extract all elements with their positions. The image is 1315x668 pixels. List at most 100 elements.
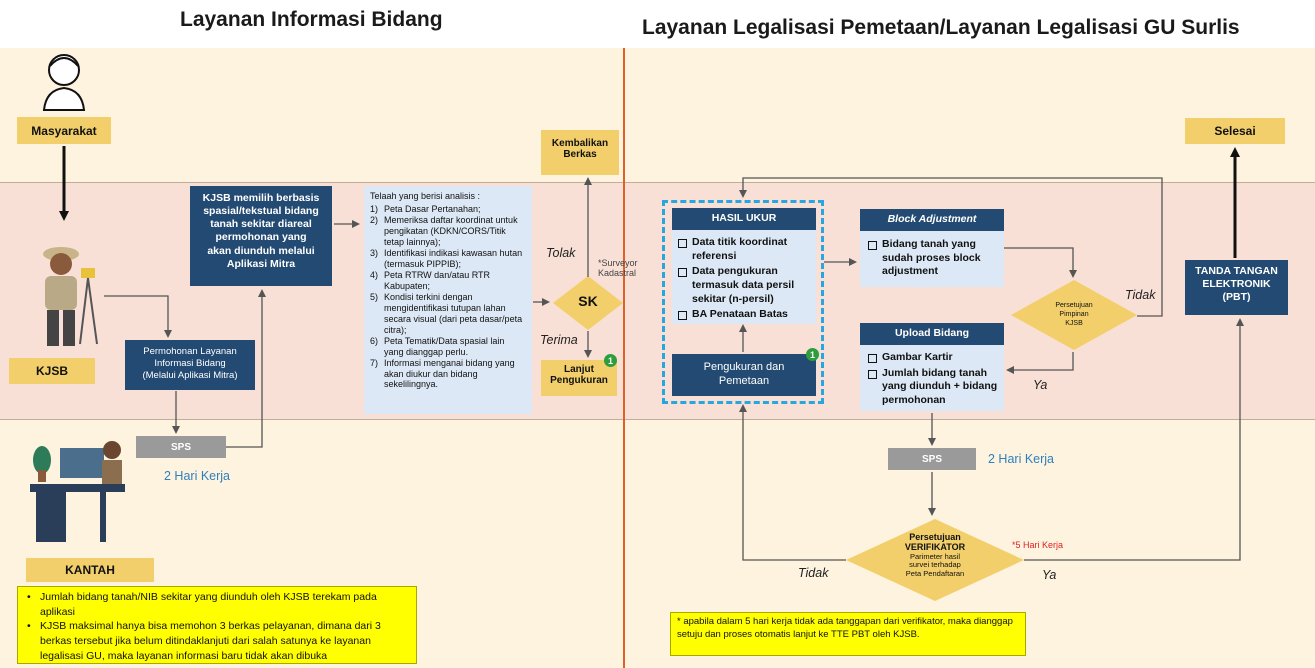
bullet-icon: •	[27, 591, 31, 603]
lanjut-line: Lanjut	[564, 364, 594, 375]
telaah-text: Peta RTRW dan/atau RTR Kabupaten;	[384, 269, 491, 291]
lima-hari-kerja: *5 Hari Kerja	[1012, 540, 1064, 550]
surveyor-line: *Surveyor	[598, 258, 638, 268]
tte-line: ELEKTRONIK	[1202, 278, 1271, 291]
telaah-box: Telaah yang berisi analisis : 1) Peta Das…	[364, 186, 532, 414]
verifikator-line: Persetujuan	[909, 532, 961, 542]
block-adjustment-list: Bidang tanah yang sudah proses block adj…	[860, 231, 1004, 287]
telaah-text: Peta Dasar Pertanahan;	[384, 203, 481, 214]
kjsb-memilih-line: tanah sekitar diareal	[210, 218, 312, 231]
telaah-item: 6) Peta Tematik/Data spasial lain yang di…	[370, 336, 526, 358]
telaah-num: 7)	[370, 357, 379, 368]
telaah-text: Peta Tematik/Data spasial lain yang dian…	[384, 335, 505, 357]
tolak-label: Tolak	[546, 246, 576, 260]
verifikator-line: Parimeter hasil	[909, 551, 961, 561]
verifikator-line: survei terhadap	[909, 560, 961, 570]
verifikator-label: Persetujuan VERIFIKATOR Parimeter hasil …	[845, 532, 1025, 579]
note-left: • Jumlah bidang tanah/NIB sekitar yang di…	[17, 586, 417, 664]
telaah-num: 3)	[370, 247, 379, 258]
office-worker-icon	[30, 441, 125, 542]
lane-label-masyarakat: Masyarakat	[17, 117, 111, 144]
surveyor-line: Kadastral	[598, 267, 637, 278]
hasil-ukur-list: Data titik koordinat referensi Data peng…	[672, 230, 816, 324]
telaah-num: 2)	[370, 214, 379, 225]
telaah-text: Kondisi terkini dengan mengidentifikasi …	[384, 291, 523, 335]
surveyor-icon	[43, 247, 98, 346]
pengukuran-line: Pengukuran dan	[703, 361, 785, 373]
telaah-num: 4)	[370, 269, 379, 280]
upload-bidang-item: Gambar Kartir	[866, 351, 998, 365]
lanjut-line: Pengukuran	[550, 375, 608, 386]
lane-masyarakat	[0, 48, 1315, 183]
sps-right: SPS	[888, 448, 976, 470]
permohonan-line: Permohonan Layanan	[143, 346, 237, 357]
kjsb-memilih-line: spasial/tekstual bidang	[203, 205, 319, 218]
hari-kerja-right: 2 Hari Kerja	[988, 452, 1054, 466]
block-adjustment-item: Bidang tanah yang sudah proses block adj…	[866, 238, 998, 279]
title-left: Layanan Informasi Bidang	[180, 8, 443, 31]
telaah-item: 3) Identifikasi indikasi kawasan hutan (t…	[370, 248, 526, 270]
hasil-ukur-title: HASIL UKUR	[672, 208, 816, 230]
kjsb-memilih-box: KJSB memilih berbasis spasial/tekstual b…	[190, 186, 332, 286]
verifikator-line: Peta Pendaftaran	[905, 568, 965, 578]
sps-left: SPS	[136, 436, 226, 458]
block-adjustment-title: Block Adjustment	[860, 209, 1004, 231]
telaah-item: 7) Informasi menganai bidang yang akan di…	[370, 358, 526, 391]
person-icon	[42, 54, 86, 111]
telaah-title: Telaah yang berisi analisis :	[370, 191, 481, 201]
ya-label-bottom: Ya	[1042, 568, 1057, 582]
kembalikan-berkas-box: Kembalikan Berkas	[541, 130, 619, 175]
kembalikan-line: Kembalikan	[551, 138, 609, 149]
upload-bidang-item: Jumlah bidang tanah yang diunduh + bidan…	[866, 367, 998, 408]
note-left-text: Jumlah bidang tanah/NIB sekitar yang diu…	[40, 591, 377, 618]
telaah-item: 2) Memeriksa daftar koordinat untuk pengi…	[370, 215, 526, 248]
hasil-ukur-item: Data pengukuran termasuk data persil sek…	[676, 265, 812, 306]
kjsb-memilih-line: Aplikasi Mitra	[226, 257, 296, 270]
note-left-text: KJSB maksimal hanya bisa memohon 3 berka…	[40, 620, 381, 662]
note-left-item: • KJSB maksimal hanya bisa memohon 3 berk…	[27, 619, 410, 663]
lane-divider	[0, 182, 1315, 183]
note-right: * apabila dalam 5 hari kerja tidak ada t…	[670, 612, 1026, 656]
telaah-text: Memeriksa daftar koordinat untuk pengika…	[384, 214, 518, 247]
telaah-item: 5) Kondisi terkini dengan mengidentifikas…	[370, 292, 526, 336]
bullet-icon: •	[27, 620, 31, 633]
lanjut-pengukuran-box: Lanjut Pengukuran	[541, 360, 617, 396]
permohonan-line: Informasi Bidang	[154, 357, 226, 369]
telaah-num: 1)	[370, 203, 379, 214]
sk-label: SK	[578, 293, 598, 309]
sk-decision-diamond	[553, 276, 623, 330]
ya-label-upper: Ya	[1033, 378, 1048, 392]
tte-line: (PBT)	[1222, 291, 1251, 304]
kjsb-memilih-line: permohonan yang	[215, 231, 307, 244]
telaah-text: Informasi menganai bidang yang akan diuk…	[384, 357, 515, 390]
section-divider	[623, 48, 625, 668]
title-right: Layanan Legalisasi Pemetaan/Layanan Lega…	[642, 16, 1240, 39]
telaah-text: Identifikasi indikasi kawasan hutan (ter…	[384, 247, 523, 269]
pimpinan-line: Pimpinan	[1059, 310, 1089, 318]
kembalikan-line: Berkas	[563, 149, 597, 160]
tidak-label-bottom: Tidak	[798, 566, 829, 580]
pengukuran-pemetaan-box: Pengukuran dan Pemetaan	[672, 354, 816, 396]
pengukuran-line: Pemetaan	[718, 374, 770, 387]
lane-label-kantah: KANTAH	[26, 558, 154, 582]
kjsb-memilih-line: KJSB memilih berbasis	[202, 192, 320, 204]
telaah-num: 6)	[370, 335, 379, 346]
permohonan-box: Permohonan Layanan Informasi Bidang (Mel…	[125, 340, 255, 390]
telaah-item: 1) Peta Dasar Pertanahan;	[370, 204, 526, 215]
terima-label: Terima	[540, 333, 578, 347]
persetujuan-pimpinan-label: Persetujuan Pimpinan KJSB	[1010, 302, 1138, 328]
hasil-ukur-item: Data titik koordinat referensi	[676, 236, 812, 263]
selesai-box: Selesai	[1185, 118, 1285, 144]
tidak-label-right: Tidak	[1125, 288, 1156, 302]
note-left-item: • Jumlah bidang tanah/NIB sekitar yang di…	[27, 590, 410, 619]
lane-label-kjsb: KJSB	[9, 358, 95, 384]
verifikator-line: VERIFIKATOR	[904, 542, 966, 553]
pimpinan-line: KJSB	[1065, 319, 1083, 327]
verifikator-diamond	[846, 519, 1024, 601]
step-badge: 1	[806, 348, 819, 361]
telaah-num: 5)	[370, 291, 379, 302]
step-badge: 1	[604, 354, 617, 367]
permohonan-line: (Melalui Aplikasi Mitra)	[142, 369, 238, 381]
hari-kerja-left: 2 Hari Kerja	[164, 469, 230, 483]
lane-divider	[0, 419, 1315, 420]
